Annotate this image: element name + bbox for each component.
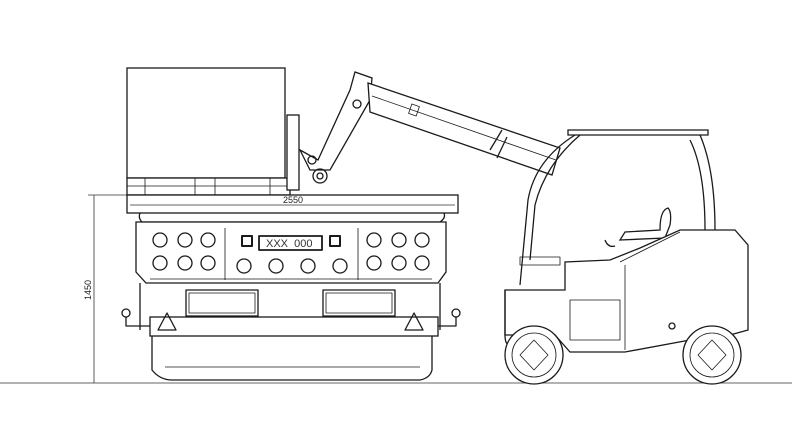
- cargo-load: [126, 67, 291, 196]
- tail-lights-left: [152, 232, 216, 271]
- seat: [618, 207, 672, 241]
- forklift-body: [504, 229, 749, 353]
- warning-triangle-left: [157, 312, 177, 331]
- truck-rear-panel: XXX 000: [135, 221, 447, 284]
- truck-lower-body: [121, 283, 461, 381]
- tail-lights-right: [366, 232, 430, 271]
- truck-platform: 2550: [126, 194, 459, 223]
- height-dimension: 1450: [83, 194, 130, 383]
- license-plate-text: XXX 000: [266, 238, 312, 250]
- license-plate: [258, 235, 323, 251]
- forklift: [504, 129, 749, 385]
- telescopic-boom: [286, 71, 561, 191]
- rear-wheel: [682, 325, 742, 385]
- center-lights: [236, 235, 348, 274]
- front-wheel: [504, 325, 564, 385]
- warning-triangle-right: [404, 312, 424, 331]
- width-dimension-label: 2550: [283, 195, 303, 205]
- height-dimension-label: 1450: [83, 280, 93, 300]
